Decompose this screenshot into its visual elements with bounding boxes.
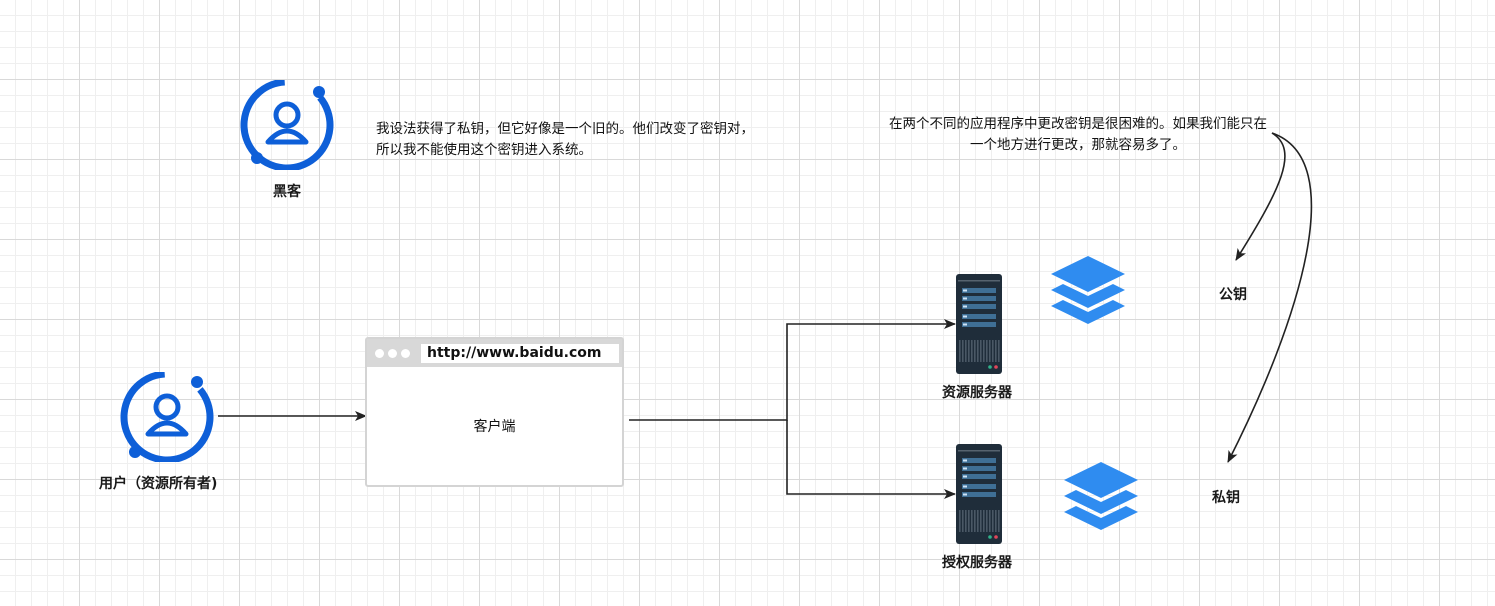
auth-key-stack [1062, 462, 1140, 534]
auth-server [956, 444, 1002, 544]
user-actor [116, 370, 216, 464]
client-body: 客户端 [367, 367, 622, 485]
client-browser-window: http://www.baidu.com 客户端 [365, 337, 624, 487]
window-dot-icon [375, 349, 384, 358]
note-to-public-key-arrow [1235, 132, 1286, 261]
private-key-label: 私钥 [1212, 490, 1240, 506]
key-change-note: 在两个不同的应用程序中更改密钥是很困难的。如果我们能只在一个地方进行更改，那就容… [889, 116, 1267, 153]
layers-icon [1064, 462, 1138, 530]
browser-url: http://www.baidu.com [421, 344, 619, 363]
public-key-label: 公钥 [1219, 287, 1247, 303]
hacker-actor [236, 78, 336, 172]
auth-server-label: 授权服务器 [942, 555, 1012, 571]
resource-key-stack [1049, 256, 1127, 328]
resource-server [956, 274, 1002, 374]
window-dot-icon [401, 349, 410, 358]
browser-title-bar: http://www.baidu.com [367, 339, 622, 367]
client-label: 客户端 [473, 419, 516, 435]
server-icon [956, 444, 1002, 544]
layers-icon [1051, 256, 1125, 324]
user-label: 用户（资源所有者) [99, 476, 218, 492]
window-dot-icon [388, 349, 397, 358]
client-to-auth-arrow [786, 420, 956, 499]
server-icon [956, 274, 1002, 374]
user-circle-icon [120, 370, 214, 464]
note-to-private-key-arrow [1227, 132, 1313, 463]
hacker-label: 黑客 [273, 184, 301, 200]
hacker-note: 我设法获得了私钥，但它好像是一个旧的。他们改变了密钥对，所以我不能使用这个密钥进… [376, 121, 754, 158]
client-to-resource-arrow [629, 319, 956, 421]
resource-server-label: 资源服务器 [942, 385, 1012, 401]
user-circle-icon [240, 78, 334, 172]
